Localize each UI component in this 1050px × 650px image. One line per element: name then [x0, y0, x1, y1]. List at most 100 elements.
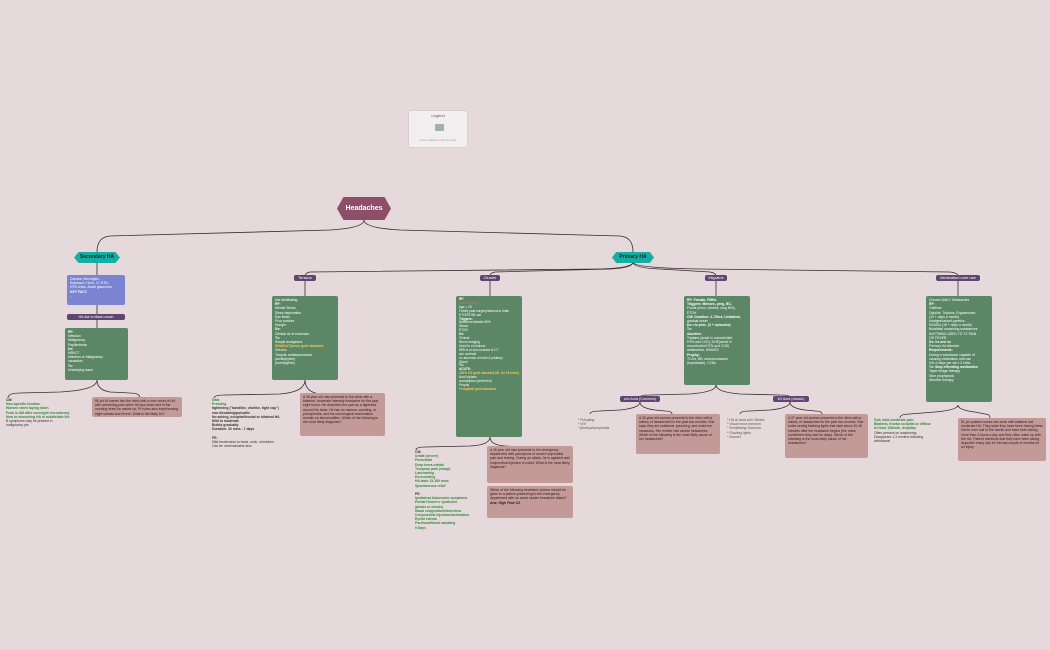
cluster-box-line: RF: [459, 297, 465, 301]
medication-box-line: During a substance capable of [929, 352, 975, 357]
with-aura-notes-line: * Sounds [727, 434, 741, 439]
without-aura-case-box[interactable]: A 26 year old woman presents to the clin… [636, 414, 720, 454]
with-aura-notes-line: * Flashing lights [727, 430, 751, 435]
cluster-box-line: Neuro imaging [459, 339, 480, 344]
migraine-box-line: Triggers: Menses, preg, BC, [687, 302, 732, 307]
tension-cm-text-line: Mild tenderness to head, neck, shoulders [212, 440, 274, 445]
cluster-case-1-box[interactable]: A 45 year old man presents to the emerge… [487, 446, 573, 483]
secondary-causes-box-line: Causes: Meningitis, [70, 277, 100, 281]
medication-cm-text-line: withdrawal [874, 439, 891, 444]
topic-primary-ha[interactable]: Primary HA [612, 252, 654, 263]
tag-cluster[interactable]: Cluster [480, 275, 500, 281]
root-topic-headaches[interactable]: Headaches [337, 197, 391, 220]
cluster-cm-text-line: Periorbital [415, 458, 432, 463]
cluster-cm-text-line: PE: [415, 492, 421, 497]
migraine-box-line: Dx: r/o proc. (3 + episodes) [687, 323, 731, 328]
secondary-rf-box-line: Underlying issue [68, 367, 94, 372]
medication-box-line: Primary HA disorder [929, 344, 960, 349]
tension-case-box[interactable]: A 26 year old man presents to the clinic… [300, 393, 385, 436]
medication-box-line: Opioids, Triptans, Ergotamines [929, 310, 976, 315]
cluster-cm-text-line: (ptosis or miosis) [415, 504, 444, 509]
tension-cm-text-line: Builds gradually [212, 423, 239, 428]
cluster-cm-text-line: Ipsilateral Autonomic symptoms [415, 496, 468, 501]
medication-box-line: HA>2 days per wk x 3 mths [929, 361, 971, 366]
tension-cm-text-line: Pressing [212, 402, 227, 407]
cluster-box-line: Used to r/o lesions [459, 343, 486, 348]
cluster-cm-text-line: Forehead/facial sweating [415, 521, 456, 526]
medication-cm-text-line: At least 15d/mth, d/sq/day [874, 426, 916, 431]
tension-cm-text-line: No aching, occipital/frontal or bilatera… [212, 414, 280, 419]
cluster-case-2-question: Which of the following treatment options… [490, 488, 567, 501]
tension-cm-text-line: Mild to moderate [212, 419, 240, 424]
migraine-box-line: Prophy: [687, 352, 700, 357]
secondary-rf-box-line: Malignancy [68, 338, 86, 343]
cluster-box-line: ACUTE: [459, 367, 472, 372]
migraine-box-line: Tx: [687, 327, 693, 332]
medication-box-line: Taper bridge therapy [929, 369, 961, 374]
with-aura-case-box[interactable]: A 27 year old woman presents to the clin… [785, 414, 868, 458]
with-aura-notes-line: * HA w/ aura w/in 30mins [727, 418, 765, 422]
without-aura-notes-line: * photo/phonophobia [578, 426, 610, 431]
cluster-box-line: ETOH [459, 328, 468, 333]
cluster-box-line: r/o abnorms of brain & pituitary [459, 355, 503, 360]
medication-box-line: Give prophylaxis [929, 373, 955, 378]
cluster-cm-text-line: Deep trans-orbital [415, 462, 445, 467]
tension-cm-text-line: PE: [212, 435, 218, 440]
tension-box-line: Chronic [275, 348, 287, 353]
tag-without-aura[interactable]: w/o Aura (Common) [620, 396, 660, 402]
migraine-box-line: Abortive: [687, 331, 702, 336]
medication-cm-text-line: Dull, mild-moderate pain [874, 418, 914, 422]
tag-migraine[interactable]: Migraine [705, 275, 727, 281]
cluster-box-line: And/ triptans [459, 375, 477, 380]
legend-panel[interactable]: Legend Insert markers into the topic [408, 110, 468, 148]
cluster-box-line: 100% O2 gold standard (6L for 15 mins) [459, 371, 519, 376]
cluster-box-line: w/o contrast [459, 351, 477, 356]
cluster-box-line: Prophy [459, 382, 470, 387]
cluster-case-2-box[interactable]: Which of the following treatment options… [487, 486, 573, 518]
cluster-box-line: Tx: [459, 363, 464, 368]
secondary-cm-text-line: Peak in AM after overnight recumbency [6, 410, 70, 415]
secondary-cm-text-line: malignancy pts [6, 423, 29, 428]
tension-box-line: Clinical dx of exclusion [275, 331, 310, 336]
secondary-rf-box-line: Papilledema [68, 342, 87, 347]
migraine-box-line: Triptans (avoid in uncontrolled [687, 335, 733, 340]
cluster-box-line: Male/Smoker [459, 300, 478, 305]
tension-box-line: Eye strain [275, 314, 291, 319]
tag-tension[interactable]: Tension [294, 275, 316, 281]
tag-medication-overuse[interactable]: Medication over use [936, 275, 980, 281]
secondary-cm-text-line: B symptoms may be present in [6, 419, 53, 424]
medication-box-line: causing medication overuse [929, 356, 972, 361]
secondary-causes-box-line: ... [70, 293, 73, 298]
cluster-case-2-answer: Ans: High Flow O2 [490, 500, 521, 505]
cluster-cm-text-line: Excruciating [415, 475, 436, 480]
secondary-causes-box[interactable]: Causes: Meningitis,Subarach. Hem., IC HT… [67, 275, 125, 305]
topic-secondary-ha[interactable]: Secondary HA [74, 252, 120, 263]
secondary-cm-text-line: Non-specific location [6, 402, 41, 407]
medication-case-box[interactable]: 51 y/o patient comes into clinic with bi… [958, 418, 1046, 461]
secondary-causes-box-line: Subarach. Hem., IC HTN, [70, 281, 109, 286]
migraine-box-line: (topiramate), CCBs [687, 361, 717, 366]
secondary-case-box[interactable]: 55 y/o M comes into the clinic with a ne… [92, 397, 182, 417]
tension-box-line: Simple analgesics [275, 340, 303, 345]
tension-box-line: Sleep deprivation [275, 310, 302, 315]
cluster-box-line: ETOH/TOB use [459, 312, 482, 317]
medication-box-line: Analgesics/anti-pyretics, [929, 319, 966, 324]
tension-cm-text-line: non-throbbing/pulsatile [212, 410, 250, 415]
tag-with-aura[interactable]: W/ Aura (classic) [773, 396, 809, 402]
secondary-rf-box-line: Infection [68, 334, 81, 339]
medication-box-line: Butalbital containing substances [929, 327, 978, 332]
cluster-cm-text-line: 5 Days [415, 525, 426, 530]
cluster-cm-text-line: HA lasts 15-180 mins [415, 479, 449, 484]
medication-box-line: Requirements: [929, 348, 953, 353]
tension-box-line: Mental Stress [275, 306, 296, 311]
tension-cm-text-line: tightening ("bandlike, viselike, tight c… [212, 406, 279, 411]
tag-mass-lesion[interactable]: HA due to Mass Lesion [67, 314, 125, 320]
tension-box-line: RF: [275, 302, 281, 307]
